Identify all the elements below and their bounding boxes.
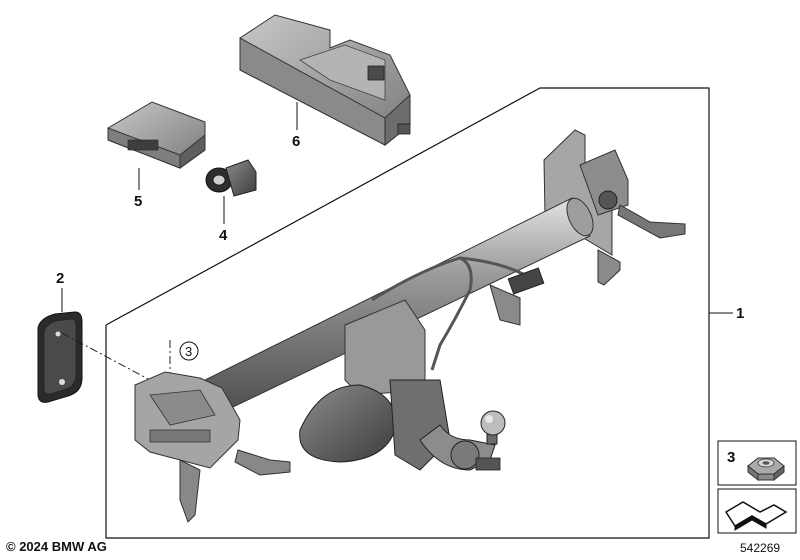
callout-part-2: 2	[56, 270, 64, 287]
legend-callout-part-3: 3	[727, 449, 735, 466]
diagram-id: 542269	[740, 541, 781, 555]
callout-part-1: 1	[736, 305, 744, 322]
callout-part-3-circled: 3	[179, 341, 199, 361]
cover-plate-part-2[interactable]	[37, 311, 83, 403]
control-module-part-6[interactable]	[239, 14, 411, 147]
callout-part-6: 6	[292, 133, 300, 150]
copyright-notice: © 2024 BMW AG	[6, 539, 107, 554]
tow-bar-assembly-part-1[interactable]	[134, 129, 686, 523]
legend-kit[interactable]	[717, 488, 797, 534]
control-unit-part-5[interactable]	[107, 101, 206, 169]
callout-part-4: 4	[219, 227, 228, 244]
svg-text:3: 3	[185, 344, 192, 359]
nut-icon	[747, 457, 785, 482]
socket-part-4[interactable]	[205, 159, 257, 197]
kit-symbol-icon	[724, 501, 788, 531]
assembly-guide-plate	[61, 332, 151, 381]
callout-part-5: 5	[134, 193, 142, 210]
legend-part-3[interactable]: 3	[717, 440, 797, 486]
